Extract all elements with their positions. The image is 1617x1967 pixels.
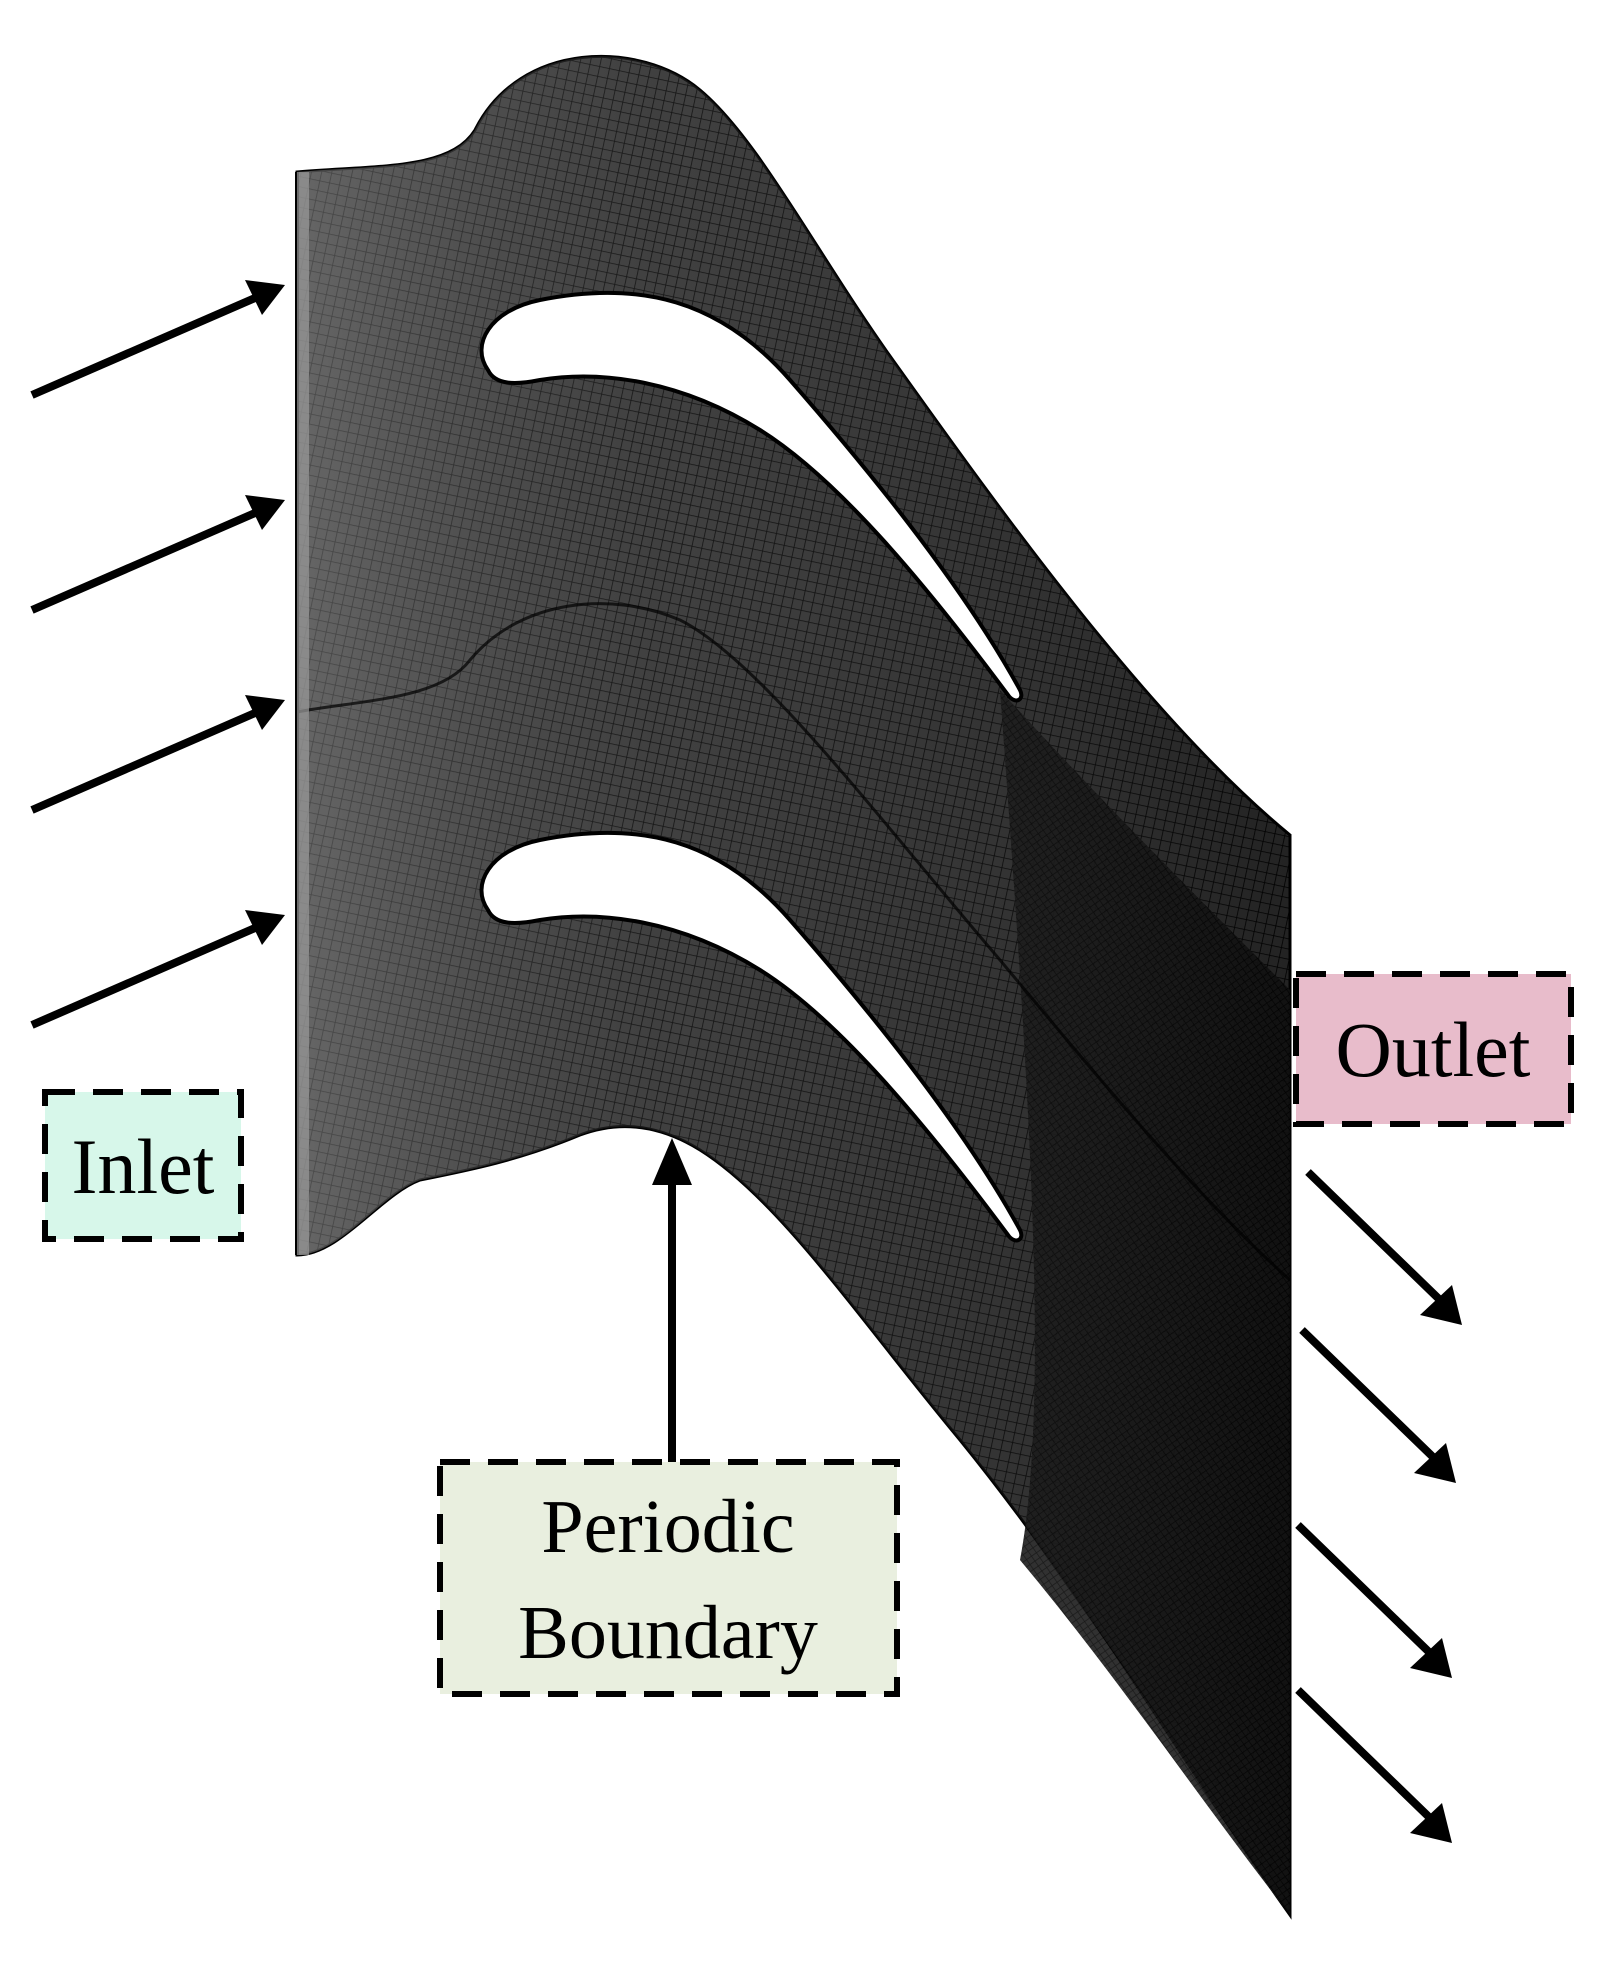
arrow-right-up-icon: [30, 506, 264, 614]
arrow-right-up-icon: [245, 495, 285, 530]
arrow-right-down-icon: [1414, 1443, 1456, 1483]
periodic-label: Periodic Boundary: [437, 1459, 900, 1697]
arrow-right-down-icon: [1305, 1169, 1443, 1303]
periodic-label-line2: Boundary: [518, 1591, 818, 1675]
arrow-right-up-icon: [245, 695, 285, 730]
blade-lower: [479, 830, 1024, 1243]
arrow-right-up-icon: [245, 910, 285, 945]
inlet-flow-arrows: [30, 280, 285, 1029]
arrow-right-up-icon: [30, 921, 264, 1029]
outlet-label-text: Outlet: [1336, 1006, 1531, 1093]
periodic-label-line1: Periodic: [541, 1485, 794, 1569]
arrow-right-down-icon: [1410, 1803, 1452, 1843]
inlet-label: Inlet: [42, 1089, 244, 1242]
arrow-right-down-icon: [1420, 1285, 1462, 1325]
inlet-label-box: [42, 1089, 244, 1242]
blade-upper: [479, 290, 1024, 703]
inlet-boundary-strip: [297, 172, 309, 1255]
outlet-label: Outlet: [1293, 971, 1574, 1127]
arrow-right-up-icon: [30, 291, 264, 399]
arrow-right-up-icon: [245, 280, 285, 315]
blades: [479, 290, 1024, 1243]
arrow-right-down-icon: [1295, 1522, 1433, 1656]
arrow-up-icon: [652, 1138, 692, 1185]
periodic-pointer: [652, 1138, 692, 1462]
periodic-interface-line: [296, 602, 1291, 1282]
arrow-right-down-icon: [1299, 1327, 1437, 1461]
outlet-label-box: [1293, 971, 1574, 1127]
inlet-label-text: Inlet: [72, 1123, 215, 1210]
periodic-label-box: [437, 1459, 900, 1697]
outlet-flow-arrows: [1295, 1169, 1462, 1843]
arrow-right-down-icon: [1410, 1638, 1452, 1678]
arrow-right-down-icon: [1295, 1687, 1433, 1821]
arrow-right-up-icon: [30, 706, 264, 814]
